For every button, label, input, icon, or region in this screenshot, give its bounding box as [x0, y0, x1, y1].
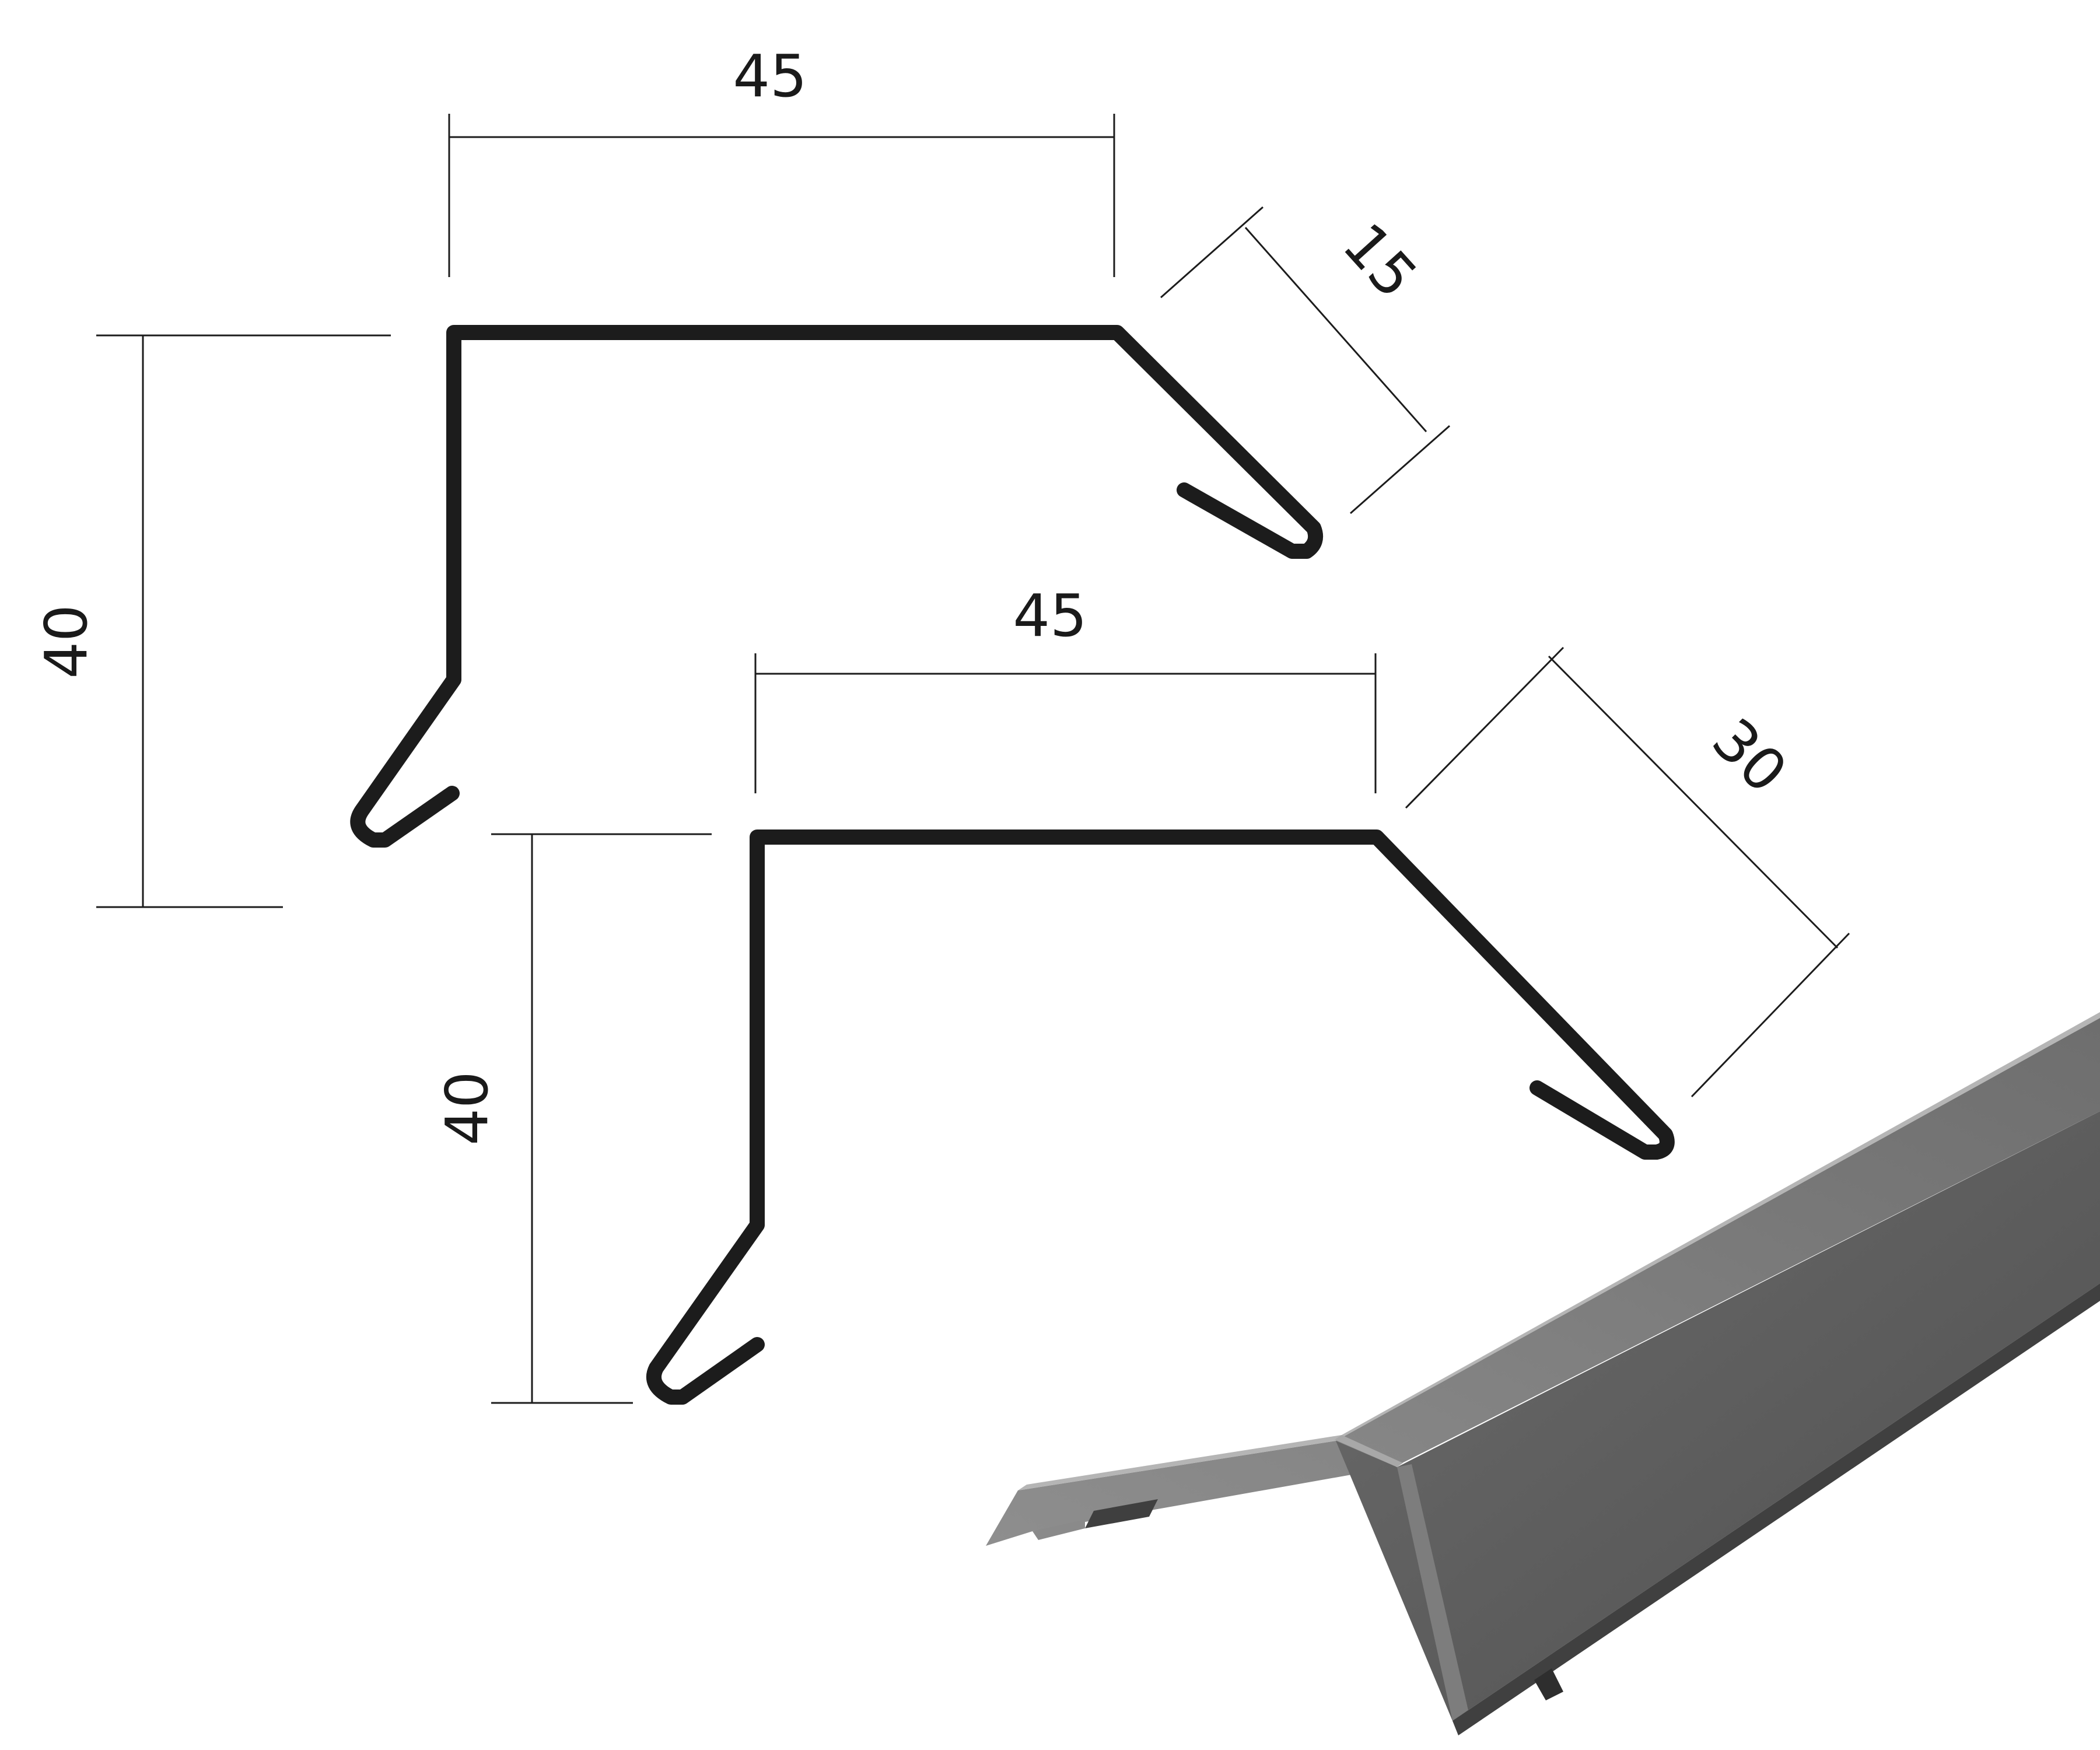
profile-bottom-outline: [646, 830, 1675, 1405]
top-height-label: 40: [32, 604, 100, 678]
bottom-height-dimension: 40: [433, 833, 712, 1404]
bottom-slope-dimension: 30: [1405, 646, 1850, 1098]
top-height-dimension: 40: [32, 334, 391, 908]
ridge-front-face: [1336, 1111, 2100, 1721]
bottom-width-label: 45: [1013, 582, 1087, 650]
top-slope-dimension: 15: [1160, 206, 1450, 514]
ridge-back-face: [986, 1018, 2100, 1546]
bottom-slope-label: 30: [1699, 705, 1800, 806]
bottom-width-dimension: 45: [754, 582, 1377, 793]
top-width-label: 45: [733, 42, 807, 110]
bottom-height-label: 40: [433, 1071, 501, 1145]
top-slope-label: 15: [1330, 210, 1430, 311]
profile-top: 45 40 15: [32, 42, 1450, 908]
profile-top-outline: [350, 325, 1323, 848]
ridge-profile-photo: [986, 1012, 2100, 1735]
top-width-dimension: 45: [448, 42, 1115, 277]
